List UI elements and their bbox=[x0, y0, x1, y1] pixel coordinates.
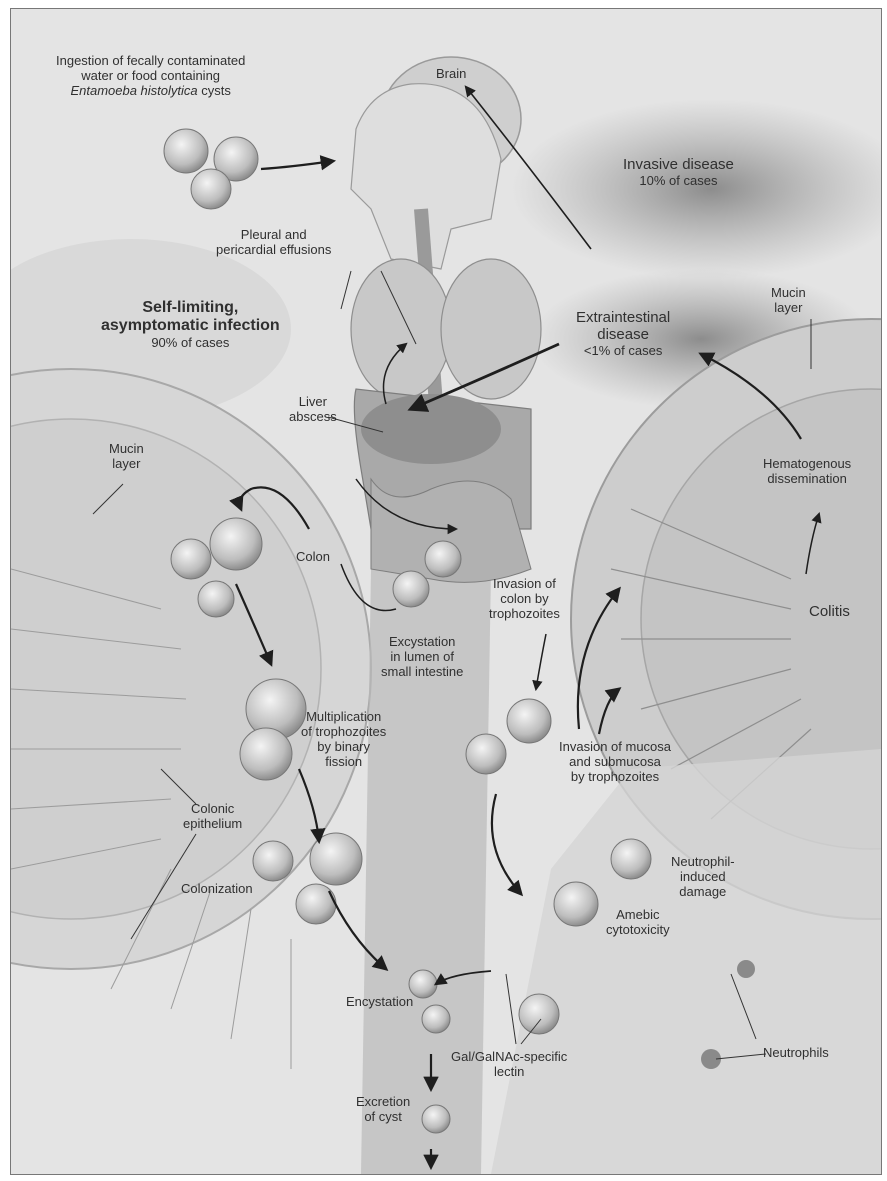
ingestion-line-2: water or food containing bbox=[56, 68, 245, 83]
colitis-text: Colitis bbox=[809, 603, 850, 620]
hematogenous-line-1: Hematogenous bbox=[763, 456, 851, 471]
excreted-cyst bbox=[422, 1105, 450, 1133]
amebic-line-2: cytotoxicity bbox=[606, 922, 670, 937]
invasive-pct: 10% of cases bbox=[623, 173, 734, 188]
colonic-epithelium-label: Colonic epithelium bbox=[183, 801, 242, 831]
binary-fission-2 bbox=[240, 728, 292, 780]
lectin-troph bbox=[519, 994, 559, 1034]
lectin-label: Gal/GalNAc-specific lectin bbox=[451, 1049, 567, 1079]
amebic-line-1: Amebic bbox=[606, 907, 670, 922]
hematogenous-line-2: dissemination bbox=[763, 471, 851, 486]
neutrophil-damage-line-2: induced bbox=[671, 869, 735, 884]
self-limiting-line-2: asymptomatic infection bbox=[101, 317, 280, 335]
multiplication-line-4: fission bbox=[301, 754, 386, 769]
encystation-label: Encystation bbox=[346, 994, 413, 1009]
troph-1 bbox=[210, 518, 262, 570]
invasion-mucosa-line-1: Invasion of mucosa bbox=[559, 739, 671, 754]
neutrophil-damage-line-1: Neutrophil- bbox=[671, 854, 735, 869]
neutrophils-label: Neutrophils bbox=[763, 1045, 829, 1060]
colitis-label: Colitis bbox=[809, 603, 850, 620]
invasive-disease-label: Invasive disease 10% of cases bbox=[623, 156, 734, 188]
liver-line-1: Liver bbox=[289, 394, 337, 409]
amebic-1 bbox=[554, 882, 598, 926]
mucin-right-label: Mucin layer bbox=[771, 285, 806, 315]
extraintestinal-pct: <1% of cases bbox=[576, 343, 670, 358]
amebiasis-lifecycle-illustration bbox=[11, 9, 881, 1174]
liver-abscess-label: Liver abscess bbox=[289, 394, 337, 424]
pleural-label: Pleural and pericardial effusions bbox=[216, 227, 331, 257]
left-lung bbox=[351, 259, 451, 399]
multiplication-line-3: by binary bbox=[301, 739, 386, 754]
invasion-colon-line-3: trophozoites bbox=[489, 606, 560, 621]
extraintestinal-line-1: Extraintestinal bbox=[576, 309, 670, 326]
invasive-title: Invasive disease bbox=[623, 156, 734, 173]
liver-drawing bbox=[361, 394, 501, 464]
excyst-2 bbox=[425, 541, 461, 577]
lectin-line-1: Gal/GalNAc-specific bbox=[451, 1049, 567, 1064]
ingestion-label: Ingestion of fecally contaminated water … bbox=[56, 53, 245, 98]
neutrophil-damage-line-3: damage bbox=[671, 884, 735, 899]
mucin-left-label: Mucin layer bbox=[109, 441, 144, 471]
colonization-label: Colonization bbox=[181, 881, 253, 896]
self-limiting-line-1: Self-limiting, bbox=[101, 299, 280, 317]
invasion-mucosa-label: Invasion of mucosa and submucosa by trop… bbox=[559, 739, 671, 784]
excystation-label: Excystation in lumen of small intestine bbox=[381, 634, 463, 679]
invasion-mucosa-line-2: and submucosa bbox=[559, 754, 671, 769]
pleural-line-2: pericardial effusions bbox=[216, 242, 331, 257]
multiplication-label: Multiplication of trophozoites by binary… bbox=[301, 709, 386, 769]
pleural-line-1: Pleural and bbox=[216, 227, 331, 242]
mucin-left-line-2: layer bbox=[109, 456, 144, 471]
colonizing-1 bbox=[253, 841, 293, 881]
extraintestinal-line-2: disease bbox=[576, 326, 670, 343]
colonizing-2 bbox=[310, 833, 362, 885]
multiplication-line-1: Multiplication bbox=[301, 709, 386, 724]
invasion-colon-label: Invasion of colon by trophozoites bbox=[489, 576, 560, 621]
invasion-colon-line-1: Invasion of bbox=[489, 576, 560, 591]
cyst-3 bbox=[191, 169, 231, 209]
mucin-left-line-1: Mucin bbox=[109, 441, 144, 456]
invading-2 bbox=[466, 734, 506, 774]
excretion-label: Excretion of cyst bbox=[356, 1094, 410, 1124]
ingestion-cysts-word: cysts bbox=[198, 83, 231, 98]
excyst-1 bbox=[393, 571, 429, 607]
lectin-line-2: lectin bbox=[451, 1064, 567, 1079]
liver-line-2: abscess bbox=[289, 409, 337, 424]
ingestion-line-1: Ingestion of fecally contaminated bbox=[56, 53, 245, 68]
colon-label: Colon bbox=[296, 549, 330, 564]
excystation-line-2: in lumen of bbox=[381, 649, 463, 664]
figure-frame: Ingestion of fecally contaminated water … bbox=[10, 8, 882, 1175]
excretion-line-2: of cyst bbox=[356, 1109, 410, 1124]
excretion-line-1: Excretion bbox=[356, 1094, 410, 1109]
extraintestinal-label: Extraintestinal disease <1% of cases bbox=[576, 309, 670, 358]
hematogenous-label: Hematogenous dissemination bbox=[763, 456, 851, 486]
epithelium-line-1: Colonic bbox=[183, 801, 242, 816]
troph-3 bbox=[198, 581, 234, 617]
excystation-line-3: small intestine bbox=[381, 664, 463, 679]
colonizing-3 bbox=[296, 884, 336, 924]
brain-label: Brain bbox=[436, 66, 466, 81]
neutrophil-damage-label: Neutrophil- induced damage bbox=[671, 854, 735, 899]
self-limiting-pct: 90% of cases bbox=[101, 335, 280, 350]
neutrophil-2 bbox=[737, 960, 755, 978]
ingestion-line-3: Entamoeba histolytica cysts bbox=[56, 83, 245, 98]
troph-2 bbox=[171, 539, 211, 579]
right-lung bbox=[441, 259, 541, 399]
mucin-right-line-2: layer bbox=[771, 300, 806, 315]
self-limiting-label: Self-limiting, asymptomatic infection 90… bbox=[101, 299, 280, 350]
amebic-cytotoxicity-label: Amebic cytotoxicity bbox=[606, 907, 670, 937]
epithelium-line-2: epithelium bbox=[183, 816, 242, 831]
cyst-1 bbox=[164, 129, 208, 173]
multiplication-line-2: of trophozoites bbox=[301, 724, 386, 739]
excystation-line-1: Excystation bbox=[381, 634, 463, 649]
neutrophil-troph bbox=[611, 839, 651, 879]
invasion-colon-line-2: colon by bbox=[489, 591, 560, 606]
invading-1 bbox=[507, 699, 551, 743]
mucin-right-line-1: Mucin bbox=[771, 285, 806, 300]
invasion-mucosa-line-3: by trophozoites bbox=[559, 769, 671, 784]
encyst-2 bbox=[422, 1005, 450, 1033]
species-name: Entamoeba histolytica bbox=[70, 83, 197, 98]
